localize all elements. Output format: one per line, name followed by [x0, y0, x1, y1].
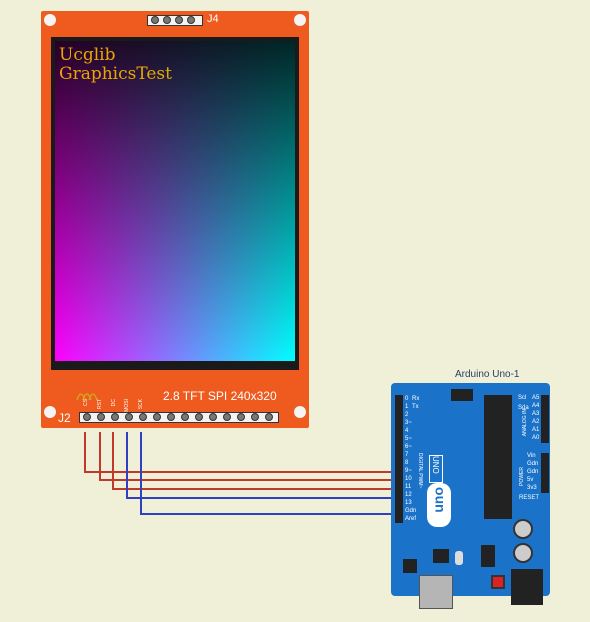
- header-pin[interactable]: [83, 413, 91, 421]
- header-pin: [237, 413, 245, 421]
- pin-label: 3~: [405, 420, 412, 426]
- icsp-header: [451, 389, 473, 401]
- lcd-screen: Ucglib GraphicsTest: [55, 41, 295, 361]
- pin-label: 4: [405, 428, 409, 434]
- power-header[interactable]: [541, 453, 549, 493]
- header-pin: [175, 16, 183, 24]
- pin-label: Aref: [405, 516, 417, 522]
- pin-label: Gdn: [527, 469, 539, 475]
- pin-label: Scl: [518, 395, 527, 401]
- reset-button[interactable]: [491, 575, 505, 589]
- pin-label: 6~: [405, 444, 412, 450]
- header-pin: [251, 413, 259, 421]
- header-pin[interactable]: [97, 413, 105, 421]
- mount-hole: [294, 14, 306, 26]
- header-pin: [181, 413, 189, 421]
- power-jack[interactable]: [511, 569, 543, 605]
- pin-label-rst: RST: [97, 399, 103, 409]
- reset-label: RESET: [519, 495, 540, 501]
- pin-label: 5~: [405, 436, 412, 442]
- header-pin: [151, 16, 159, 24]
- screen-text-line-1: Ucglib: [59, 45, 116, 65]
- header-pin: [265, 413, 273, 421]
- atmega-chip: [484, 395, 512, 519]
- capacitor: [513, 543, 533, 563]
- arduino-uno-board[interactable]: Rx Tx 0 1 2 3~ 4 5~ 6~ 7 8 9~ 10 11 12 1…: [391, 383, 550, 609]
- mount-hole: [294, 406, 306, 418]
- pin-label: A0: [532, 435, 540, 441]
- pin-label: 0: [405, 396, 409, 402]
- header-pin: [223, 413, 231, 421]
- header-j2[interactable]: [79, 412, 279, 423]
- crystal: [455, 551, 463, 565]
- screen-text-line-2: GraphicsTest: [59, 64, 172, 84]
- power-section-label: POWER: [519, 467, 525, 486]
- uno-brand-label: UNO: [431, 456, 440, 474]
- pin-label: A2: [532, 419, 540, 425]
- header-pin[interactable]: [111, 413, 119, 421]
- pin-label: 12: [405, 492, 412, 498]
- wire-mosi[interactable]: [126, 432, 400, 499]
- header-pin: [153, 413, 161, 421]
- analog-section-label: ANALOG IN: [522, 409, 528, 437]
- pin-label: Vin: [527, 453, 536, 459]
- pin-label-sck: SCK: [138, 399, 144, 410]
- header-j4-label: J4: [207, 13, 219, 25]
- screen-bezel: Ucglib GraphicsTest: [51, 37, 299, 370]
- mount-hole: [44, 14, 56, 26]
- header-j4[interactable]: [147, 15, 203, 26]
- pin-label: 13: [405, 500, 412, 506]
- tft-display-module[interactable]: J4 Ucglib GraphicsTest 2.8 TFT SPI 240x3…: [41, 11, 309, 428]
- wire-sck[interactable]: [140, 432, 400, 515]
- pin-label: A4: [532, 403, 540, 409]
- pin-label: 8: [405, 460, 409, 466]
- icsp2-header: [403, 559, 417, 573]
- digital-header[interactable]: [395, 395, 403, 523]
- analog-header[interactable]: [541, 395, 549, 443]
- header-pin: [167, 413, 175, 421]
- flex-cable: [76, 393, 98, 400]
- header-pin[interactable]: [139, 413, 147, 421]
- wire-rst[interactable]: [99, 432, 400, 481]
- wire-cs[interactable]: [84, 432, 400, 473]
- pin-label: 10: [405, 476, 412, 482]
- pin-label: Tx: [412, 404, 419, 410]
- arduino-title: Arduino Uno-1: [455, 369, 520, 380]
- module-label: 2.8 TFT SPI 240x320: [163, 389, 277, 403]
- digital-section-label: DIGITAL PWM~: [417, 453, 423, 489]
- pin-label: A3: [532, 411, 540, 417]
- pin-label: 2: [405, 412, 409, 418]
- header-pin: [195, 413, 203, 421]
- regulator-chip: [481, 545, 495, 567]
- header-pin: [163, 16, 171, 24]
- pin-label: Gdn: [405, 508, 417, 514]
- pin-label: 11: [405, 484, 412, 490]
- mount-hole: [44, 406, 56, 418]
- pin-label: Gdn: [527, 461, 539, 467]
- uno-brand-box: UNO: [429, 455, 443, 483]
- header-j2-label: J2: [58, 411, 71, 425]
- usb-connector[interactable]: [419, 575, 453, 609]
- capacitor: [513, 519, 533, 539]
- usb-chip: [433, 549, 449, 563]
- pin-label: A1: [532, 427, 540, 433]
- pin-label: A5: [532, 395, 540, 401]
- pin-label-cs: CS: [83, 399, 89, 406]
- wire-dc[interactable]: [112, 432, 400, 490]
- header-pin: [187, 16, 195, 24]
- uno-logo-text: uno: [430, 487, 446, 513]
- pin-label: 3v3: [527, 485, 537, 491]
- pin-label-dc: DC: [111, 399, 117, 407]
- pin-label-mosi: MOSI: [124, 399, 130, 412]
- pin-label: Sda: [518, 405, 529, 411]
- pin-label: Rx: [412, 396, 420, 402]
- header-pin: [209, 413, 217, 421]
- pin-label: 9~: [405, 468, 412, 474]
- pin-label: 5v: [527, 477, 534, 483]
- pin-label: 1: [405, 404, 409, 410]
- uno-logo: uno: [427, 483, 451, 527]
- pin-label: 7: [405, 452, 409, 458]
- header-pin[interactable]: [125, 413, 133, 421]
